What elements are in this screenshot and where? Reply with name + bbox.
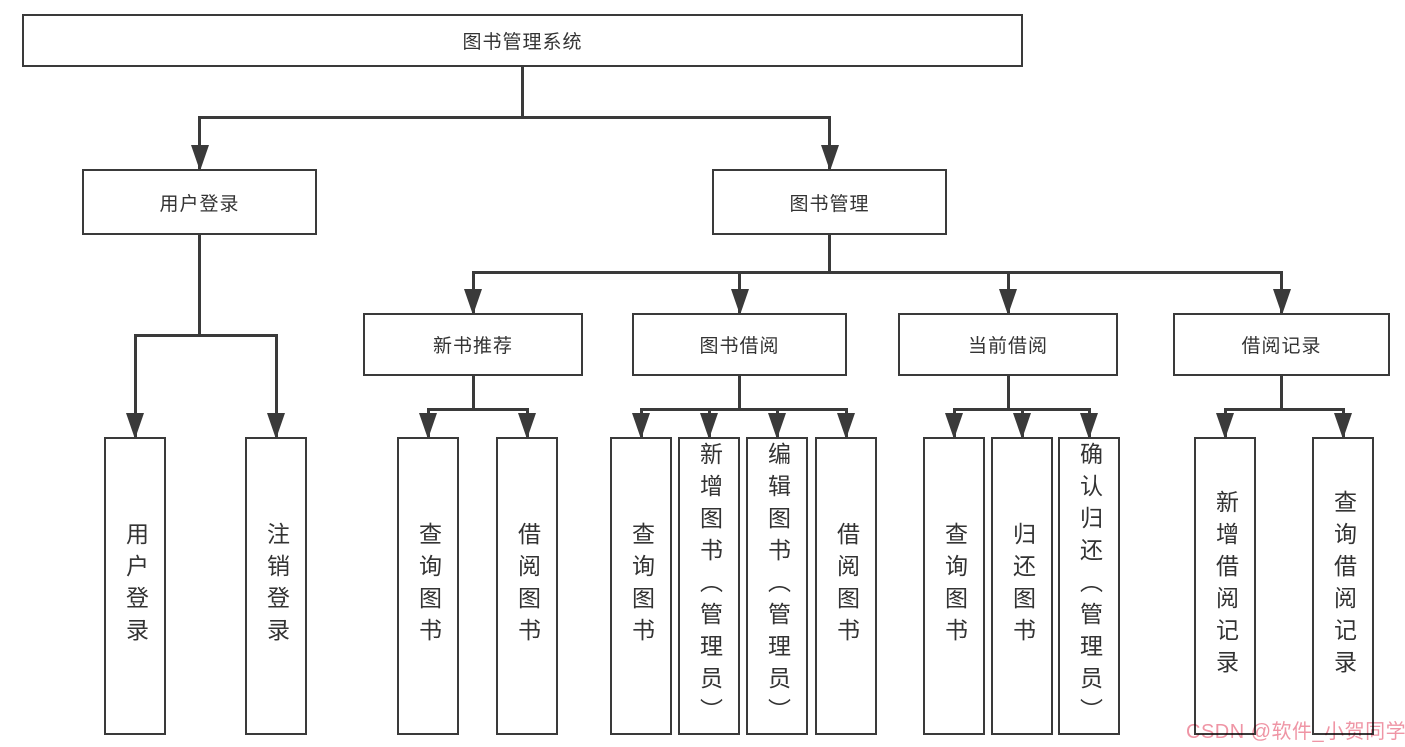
node-leaf-return-books: 归还图书 bbox=[991, 437, 1053, 735]
connector-line bbox=[1223, 407, 1345, 411]
node-book-management: 图书管理 bbox=[712, 169, 947, 235]
node-label: 归还图书 bbox=[1009, 522, 1036, 650]
node-leaf-edit-books-admin: 编辑图书（管理员） bbox=[746, 437, 808, 735]
arrowhead-down-icon bbox=[419, 413, 437, 439]
arrowhead-down-icon bbox=[945, 413, 963, 439]
arrowhead-down-icon bbox=[1080, 413, 1098, 439]
node-label: 借阅图书 bbox=[833, 522, 860, 650]
node-label: 新书推荐 bbox=[432, 336, 513, 357]
node-current-borrowing: 当前借阅 bbox=[898, 313, 1118, 376]
node-leaf-add-borrow-record: 新增借阅记录 bbox=[1194, 437, 1256, 735]
node-leaf-query-books-3: 查询图书 bbox=[923, 437, 985, 735]
arrowhead-down-icon bbox=[1216, 413, 1234, 439]
arrowhead-down-icon bbox=[267, 413, 285, 439]
connector-line bbox=[471, 270, 1283, 274]
arrowhead-down-icon bbox=[837, 413, 855, 439]
node-label: 编辑图书（管理员） bbox=[764, 442, 791, 730]
arrowhead-down-icon bbox=[1013, 413, 1031, 439]
arrowhead-down-icon bbox=[999, 289, 1017, 315]
node-leaf-logout: 注销登录 bbox=[245, 437, 307, 735]
node-book-borrowing: 图书借阅 bbox=[632, 313, 847, 376]
node-leaf-query-borrow-record: 查询借阅记录 bbox=[1312, 437, 1374, 735]
arrowhead-down-icon bbox=[700, 413, 718, 439]
node-leaf-add-books-admin: 新增图书（管理员） bbox=[678, 437, 740, 735]
node-library-system: 图书管理系统 bbox=[22, 14, 1023, 67]
node-leaf-query-books-2: 查询图书 bbox=[610, 437, 672, 735]
node-label: 图书借阅 bbox=[699, 336, 780, 357]
connector-line bbox=[471, 376, 475, 411]
node-leaf-borrow-books-1: 借阅图书 bbox=[496, 437, 558, 735]
node-label: 图书管理 bbox=[789, 193, 870, 215]
arrowhead-down-icon bbox=[768, 413, 786, 439]
node-label: 查询图书 bbox=[941, 522, 968, 650]
connector-line bbox=[828, 235, 831, 274]
node-label: 注销登录 bbox=[263, 522, 290, 650]
arrowhead-down-icon bbox=[1272, 289, 1291, 315]
connector-line bbox=[1006, 376, 1010, 411]
node-new-book-recommend: 新书推荐 bbox=[363, 313, 583, 376]
node-leaf-borrow-books-2: 借阅图书 bbox=[815, 437, 877, 735]
node-label: 用户登录 bbox=[122, 522, 149, 650]
csdn-watermark: CSDN @软件_小贺同学 bbox=[1186, 721, 1405, 743]
node-user-login: 用户登录 bbox=[82, 169, 317, 235]
node-label: 查询借阅记录 bbox=[1330, 490, 1357, 682]
connector-line bbox=[639, 407, 848, 411]
connector-line bbox=[133, 333, 278, 337]
arrowhead-down-icon bbox=[518, 413, 536, 439]
connector-line bbox=[133, 335, 137, 437]
node-leaf-user-login: 用户登录 bbox=[104, 437, 166, 735]
node-label: 图书管理系统 bbox=[462, 32, 583, 53]
node-leaf-query-books-1: 查询图书 bbox=[397, 437, 459, 735]
arrowhead-down-icon bbox=[464, 289, 482, 315]
node-label: 新增借阅记录 bbox=[1212, 490, 1239, 682]
node-label: 当前借阅 bbox=[967, 336, 1048, 357]
connector-line bbox=[198, 115, 831, 119]
connector-line bbox=[1280, 376, 1283, 411]
node-label: 查询图书 bbox=[628, 522, 655, 650]
node-label: 确认归还（管理员） bbox=[1076, 442, 1103, 730]
arrowhead-down-icon bbox=[126, 413, 144, 439]
node-leaf-confirm-return-admin: 确认归还（管理员） bbox=[1058, 437, 1120, 735]
connector-line bbox=[521, 67, 524, 119]
node-label: 借阅图书 bbox=[514, 522, 541, 650]
arrowhead-down-icon bbox=[190, 145, 209, 171]
connector-line bbox=[274, 335, 278, 437]
arrowhead-down-icon bbox=[820, 145, 839, 171]
connector-line bbox=[828, 117, 831, 169]
connector-line bbox=[738, 376, 741, 411]
node-label: 新增图书（管理员） bbox=[696, 442, 723, 730]
arrowhead-down-icon bbox=[730, 289, 749, 315]
connector-line bbox=[198, 117, 201, 169]
arrowhead-down-icon bbox=[632, 413, 650, 439]
node-borrowing-records: 借阅记录 bbox=[1173, 313, 1390, 376]
node-label: 借阅记录 bbox=[1241, 336, 1322, 357]
connector-line bbox=[198, 235, 201, 337]
arrowhead-down-icon bbox=[1334, 413, 1352, 439]
connector-line bbox=[426, 407, 529, 411]
node-label: 查询图书 bbox=[415, 522, 442, 650]
node-label: 用户登录 bbox=[159, 193, 240, 215]
